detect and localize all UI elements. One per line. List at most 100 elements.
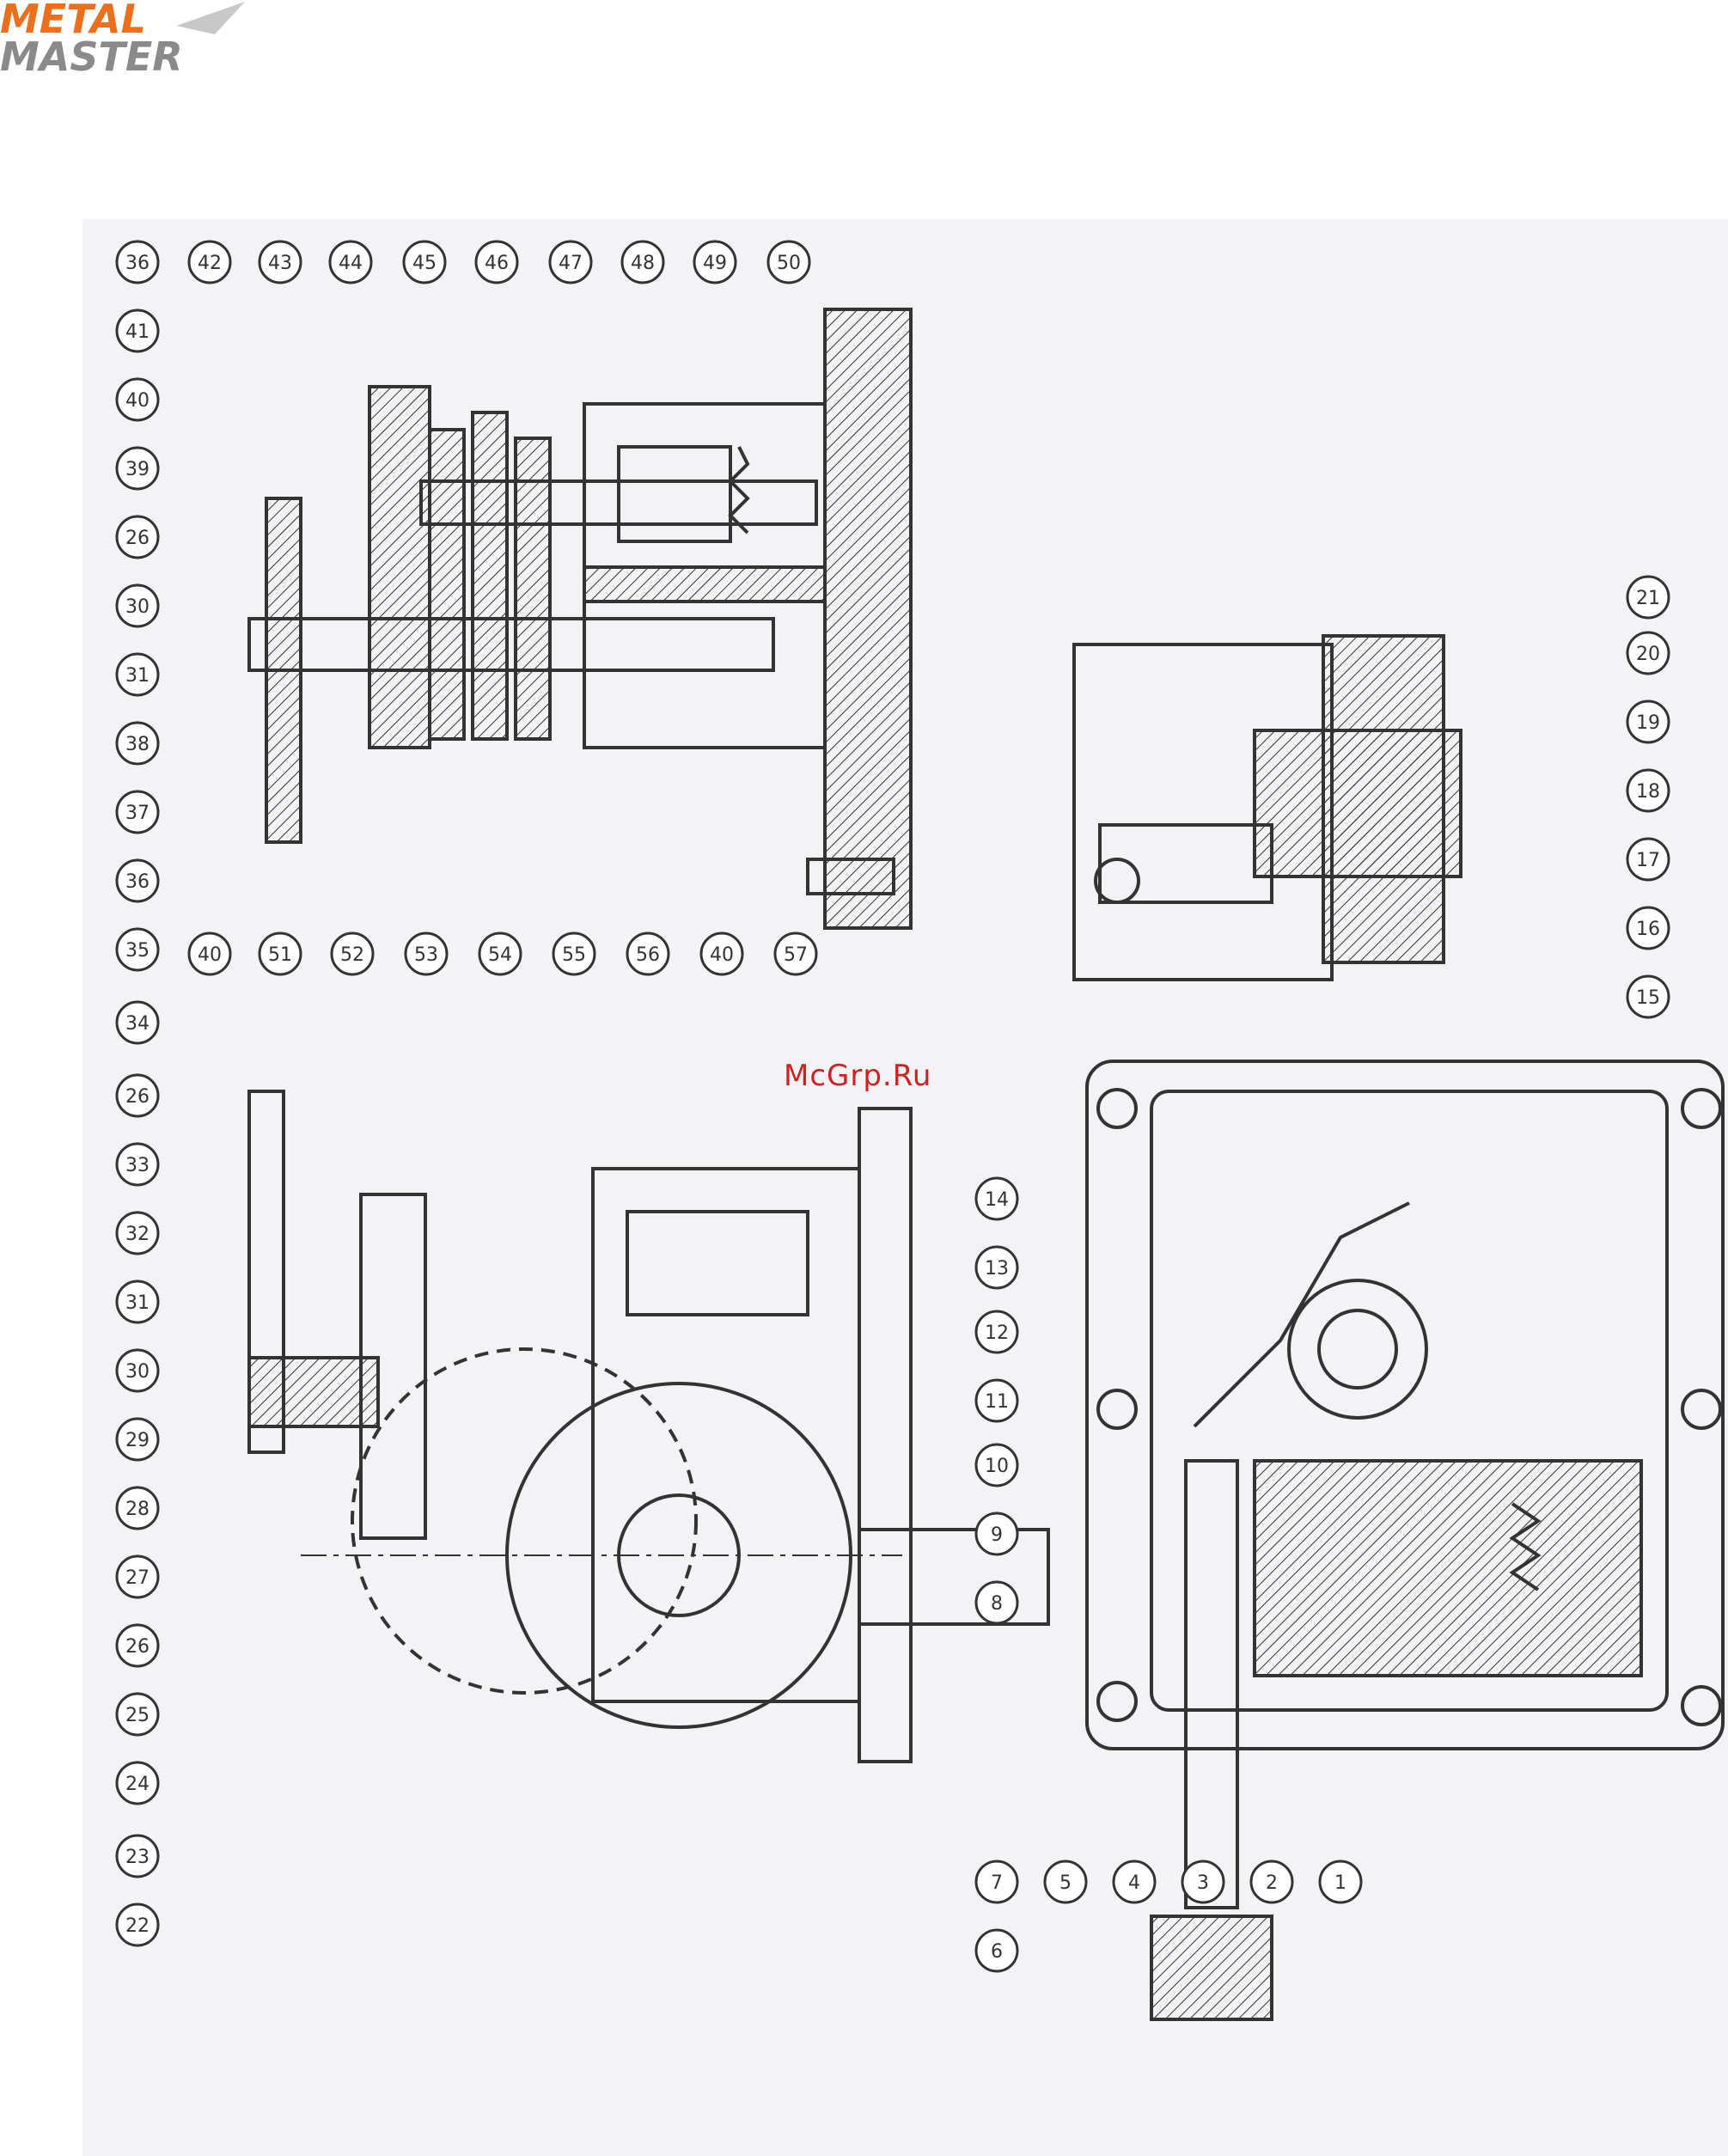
mount-hole-3: [1098, 1683, 1136, 1720]
svg-text:43: 43: [268, 253, 292, 274]
gear-stack-2: [473, 412, 507, 739]
worm-48: [619, 447, 730, 541]
callout: 6: [976, 1930, 1017, 1971]
gear-circle: [352, 1349, 696, 1693]
svg-text:13: 13: [985, 1258, 1009, 1280]
svg-text:39: 39: [125, 459, 150, 480]
svg-text:26: 26: [125, 528, 150, 549]
callout: 36: [117, 241, 158, 283]
watermark-text: McGrp.Ru: [784, 1059, 931, 1093]
output-shaft: [859, 1530, 1048, 1624]
callout: 48: [622, 241, 663, 283]
callout: 57: [775, 933, 816, 974]
svg-text:29: 29: [125, 1430, 150, 1451]
svg-text:33: 33: [125, 1155, 150, 1176]
callout: 3: [1182, 1861, 1224, 1903]
svg-text:40: 40: [198, 944, 222, 966]
mount-hole-5: [1682, 1390, 1720, 1428]
callout: 40: [117, 379, 158, 420]
svg-text:42: 42: [198, 253, 222, 274]
svg-text:22: 22: [125, 1915, 150, 1937]
svg-text:8: 8: [991, 1593, 1003, 1615]
callout-column-left-lower: 34 26 33 32 31 30 29 28 27 26 25 24 23 2…: [117, 1002, 158, 1945]
callout: 50: [768, 241, 809, 283]
side-housing: [593, 1169, 859, 1701]
callout: 7: [976, 1861, 1017, 1903]
callout: 27: [117, 1556, 158, 1597]
callout-row-top-left: 36 42 43 44 45 46 47 48 49 50: [117, 241, 809, 283]
svg-text:18: 18: [1636, 781, 1660, 803]
svg-text:3: 3: [1197, 1872, 1209, 1894]
detail-shaft: [1100, 825, 1272, 902]
callout: 42: [189, 241, 230, 283]
svg-text:28: 28: [125, 1499, 150, 1520]
callout: 34: [117, 1002, 158, 1043]
svg-text:51: 51: [268, 944, 292, 966]
shaft-lower: [249, 619, 773, 670]
svg-text:49: 49: [703, 253, 727, 274]
svg-text:2: 2: [1266, 1872, 1278, 1894]
svg-text:1: 1: [1334, 1872, 1346, 1894]
callout: 24: [117, 1762, 158, 1804]
callout: 31: [117, 654, 158, 695]
svg-text:26: 26: [125, 1086, 150, 1108]
hub-28: [249, 1358, 378, 1426]
svg-text:40: 40: [125, 390, 150, 412]
callout: 46: [476, 241, 517, 283]
callout: 12: [976, 1311, 1017, 1353]
housing-wall: [584, 567, 825, 602]
hub-ring: [1289, 1280, 1426, 1418]
callout: 52: [332, 933, 373, 974]
gear-stack-1: [430, 430, 464, 739]
gear-stack-3: [516, 438, 550, 739]
handwheel-top: [266, 498, 301, 842]
callout: 40: [189, 933, 230, 974]
callout: 17: [1627, 839, 1669, 880]
gearbox-side-view: [249, 1091, 1048, 1762]
callout-column-top-mid: 41 40 39 26 30 31 38 37 36 35 40 51 52 5…: [117, 310, 816, 974]
svg-text:37: 37: [125, 803, 150, 824]
callout: 55: [553, 933, 595, 974]
callout: 18: [1627, 770, 1669, 811]
callout: 26: [117, 516, 158, 558]
callout: 13: [976, 1247, 1017, 1288]
base-plate: [825, 309, 911, 928]
callout: 10: [976, 1444, 1017, 1486]
detail-bushing: [1255, 730, 1461, 876]
bearing-detail-view: [1074, 636, 1461, 980]
callout: 29: [117, 1419, 158, 1460]
detail-hole: [1096, 859, 1139, 902]
callout: 41: [117, 310, 158, 351]
callout: 49: [694, 241, 736, 283]
callout: 26: [117, 1625, 158, 1666]
callout: 20: [1627, 632, 1669, 674]
callout: 19: [1627, 701, 1669, 742]
svg-text:4: 4: [1128, 1872, 1140, 1894]
svg-text:36: 36: [125, 253, 150, 274]
callout: 36: [117, 860, 158, 901]
svg-text:27: 27: [125, 1567, 150, 1589]
callout: 39: [117, 448, 158, 489]
callout: 37: [117, 791, 158, 833]
svg-text:9: 9: [991, 1524, 1003, 1546]
callout: 33: [117, 1144, 158, 1185]
callout: 15: [1627, 976, 1669, 1017]
svg-text:16: 16: [1636, 919, 1660, 940]
callout: 1: [1320, 1861, 1361, 1903]
svg-text:48: 48: [631, 253, 655, 274]
callout: 16: [1627, 907, 1669, 949]
mount-hole-4: [1682, 1090, 1720, 1127]
svg-text:31: 31: [125, 665, 150, 687]
motor-block: [627, 1212, 808, 1315]
svg-text:30: 30: [125, 596, 150, 618]
callout: 5: [1045, 1861, 1086, 1903]
svg-text:38: 38: [125, 734, 150, 755]
callout: 47: [550, 241, 591, 283]
callout: 9: [976, 1513, 1017, 1554]
spring-49: [730, 447, 748, 533]
svg-text:30: 30: [125, 1361, 150, 1383]
svg-text:10: 10: [985, 1456, 1009, 1477]
svg-text:47: 47: [559, 253, 583, 274]
svg-text:45: 45: [412, 253, 437, 274]
svg-text:54: 54: [488, 944, 512, 966]
